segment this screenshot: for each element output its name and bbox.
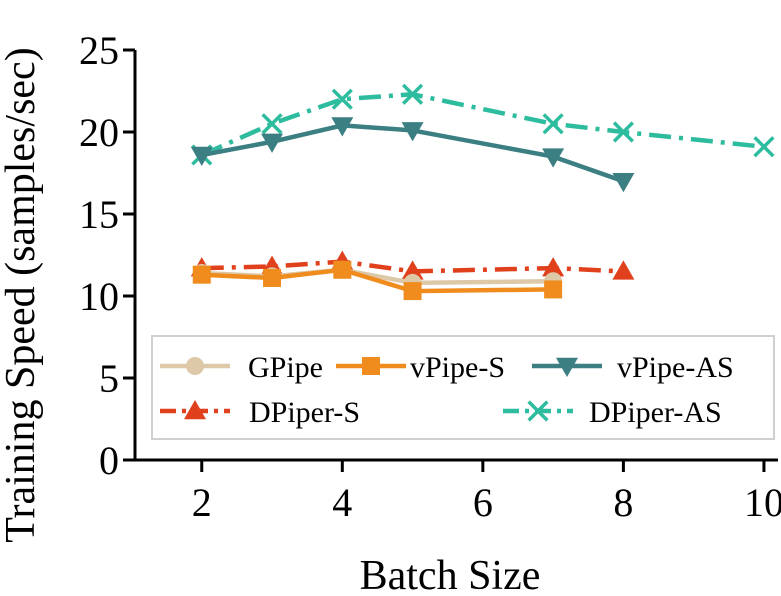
data-point bbox=[542, 257, 565, 277]
x-tick-label: 2 bbox=[192, 480, 212, 525]
y-tick-label: 20 bbox=[79, 110, 119, 155]
x-tick-label: 10 bbox=[744, 480, 781, 525]
data-point bbox=[542, 148, 565, 168]
axes: 0 5 10 15 20 25 2 4 6 8 10 bbox=[79, 28, 781, 525]
data-point bbox=[331, 88, 353, 110]
legend-label: DPiper-S bbox=[249, 396, 360, 429]
legend-marker bbox=[184, 400, 206, 420]
legend-item-vpipe-as: vPipe-AS bbox=[532, 351, 734, 384]
legend-label: vPipe-S bbox=[410, 351, 505, 384]
y-tick-label: 25 bbox=[79, 28, 119, 73]
data-point bbox=[401, 83, 424, 105]
data-point bbox=[261, 113, 283, 135]
series-vpipe-s bbox=[192, 260, 563, 301]
y-tick-label: 10 bbox=[79, 274, 119, 319]
series-line bbox=[200, 92, 765, 158]
legend-item-gpipe: GPipe bbox=[160, 351, 323, 384]
data-point bbox=[544, 280, 563, 299]
marker-stroke bbox=[753, 136, 775, 158]
data-point bbox=[403, 282, 422, 301]
legend-label: GPipe bbox=[248, 351, 323, 384]
data-point bbox=[612, 260, 635, 280]
legend-item-vpipe-s: vPipe-S bbox=[336, 351, 505, 384]
marker-stroke bbox=[612, 121, 634, 143]
marker-stroke bbox=[331, 88, 353, 110]
data-point bbox=[753, 136, 775, 158]
y-tick-label: 0 bbox=[99, 438, 119, 483]
x-tick-label: 8 bbox=[613, 480, 633, 525]
legend-item-dpiper-as: DPiper-AS bbox=[503, 396, 722, 429]
data-point bbox=[261, 133, 284, 153]
data-point bbox=[612, 172, 635, 193]
marker-stroke bbox=[261, 113, 283, 135]
data-point bbox=[263, 268, 282, 287]
x-tick-label: 6 bbox=[473, 480, 493, 525]
data-point bbox=[333, 260, 352, 279]
data-point bbox=[401, 122, 424, 142]
legend-item-dpiper-s: DPiper-S bbox=[160, 396, 360, 429]
data-point bbox=[192, 265, 211, 284]
series-layer bbox=[190, 83, 775, 301]
x-tick-label: 4 bbox=[332, 480, 352, 525]
series-dpiper-as bbox=[191, 83, 775, 166]
legend-marker bbox=[186, 357, 204, 375]
y-tick-label: 15 bbox=[79, 192, 119, 237]
marker-stroke bbox=[401, 83, 424, 105]
legend-marker bbox=[527, 400, 549, 422]
data-point bbox=[190, 146, 213, 166]
series-line bbox=[201, 123, 625, 184]
series-vpipe-as bbox=[190, 117, 635, 193]
legend-marker bbox=[556, 357, 578, 377]
legend-frame bbox=[151, 335, 775, 440]
legend-marker bbox=[362, 357, 380, 375]
legend: GPipe vPipe-S vPipe-AS DPiper-S DPiper-AS bbox=[151, 335, 775, 440]
marker-stroke bbox=[542, 113, 564, 135]
series-line bbox=[201, 259, 624, 274]
x-axis-title: Batch Size bbox=[360, 553, 541, 596]
data-point bbox=[612, 121, 634, 143]
legend-label: vPipe-AS bbox=[617, 351, 734, 384]
marker-stroke bbox=[527, 400, 549, 422]
y-axis-title: Training Speed (samples/sec) bbox=[0, 47, 44, 542]
data-point bbox=[331, 117, 354, 137]
data-point bbox=[401, 260, 424, 280]
data-point bbox=[542, 113, 564, 135]
y-tick-label: 5 bbox=[99, 356, 119, 401]
legend-label: DPiper-AS bbox=[589, 396, 722, 429]
